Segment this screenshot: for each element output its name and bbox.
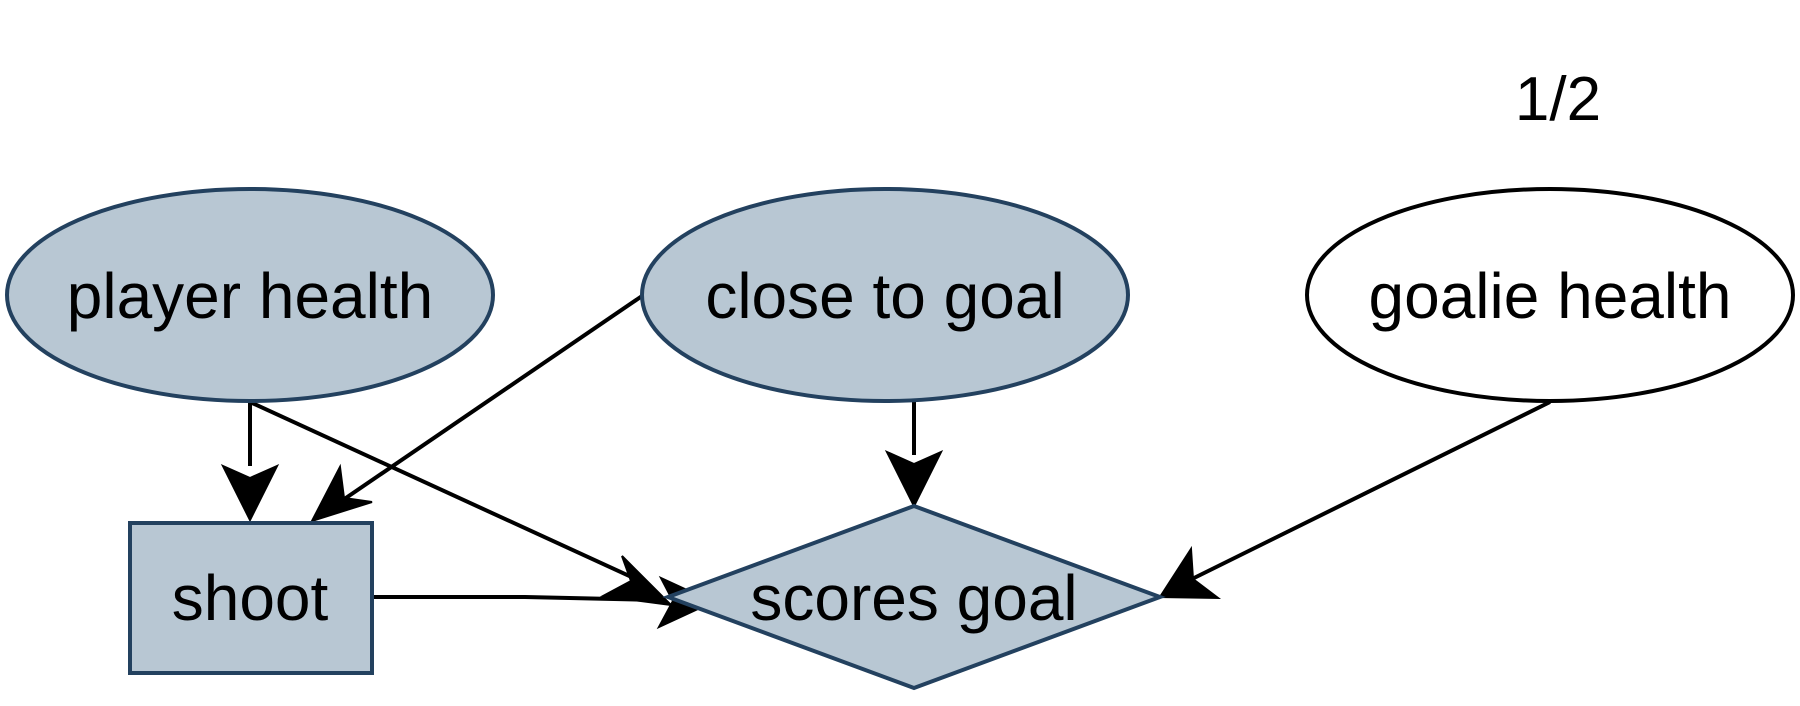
node-scores-goal-label: scores goal [750, 562, 1077, 634]
edge-goalie-health-to-scores-goal [1158, 400, 1551, 600]
nodes: player health close to goal goalie healt… [5, 187, 1795, 691]
node-scores-goal-shape [662, 503, 1166, 691]
node-player-health-shape [5, 187, 495, 403]
edge-close-to-goal-to-scores-goal [884, 402, 944, 509]
node-goalie-health-label: goalie health [1369, 260, 1732, 332]
node-player-health-label: player health [67, 260, 433, 332]
edge-player-health-to-scores-goal [249, 400, 674, 607]
node-shoot[interactable]: shoot [128, 521, 374, 675]
edge-close-to-goal-to-shoot [310, 294, 644, 523]
node-goalie-health[interactable]: goalie health [1305, 187, 1795, 403]
page-indicator: 1/2 [1515, 65, 1601, 134]
node-close-to-goal[interactable]: close to goal [640, 187, 1130, 403]
node-close-to-goal-shape [640, 187, 1130, 403]
node-close-to-goal-label: close to goal [705, 260, 1064, 332]
node-shoot-shape [128, 521, 374, 675]
node-goalie-health-shape [1305, 187, 1795, 403]
node-player-health[interactable]: player health [5, 187, 495, 403]
edges [220, 294, 1551, 630]
node-scores-goal[interactable]: scores goal [662, 503, 1166, 691]
node-shoot-label: shoot [172, 562, 329, 634]
edge-player-health-to-shoot [220, 402, 280, 523]
